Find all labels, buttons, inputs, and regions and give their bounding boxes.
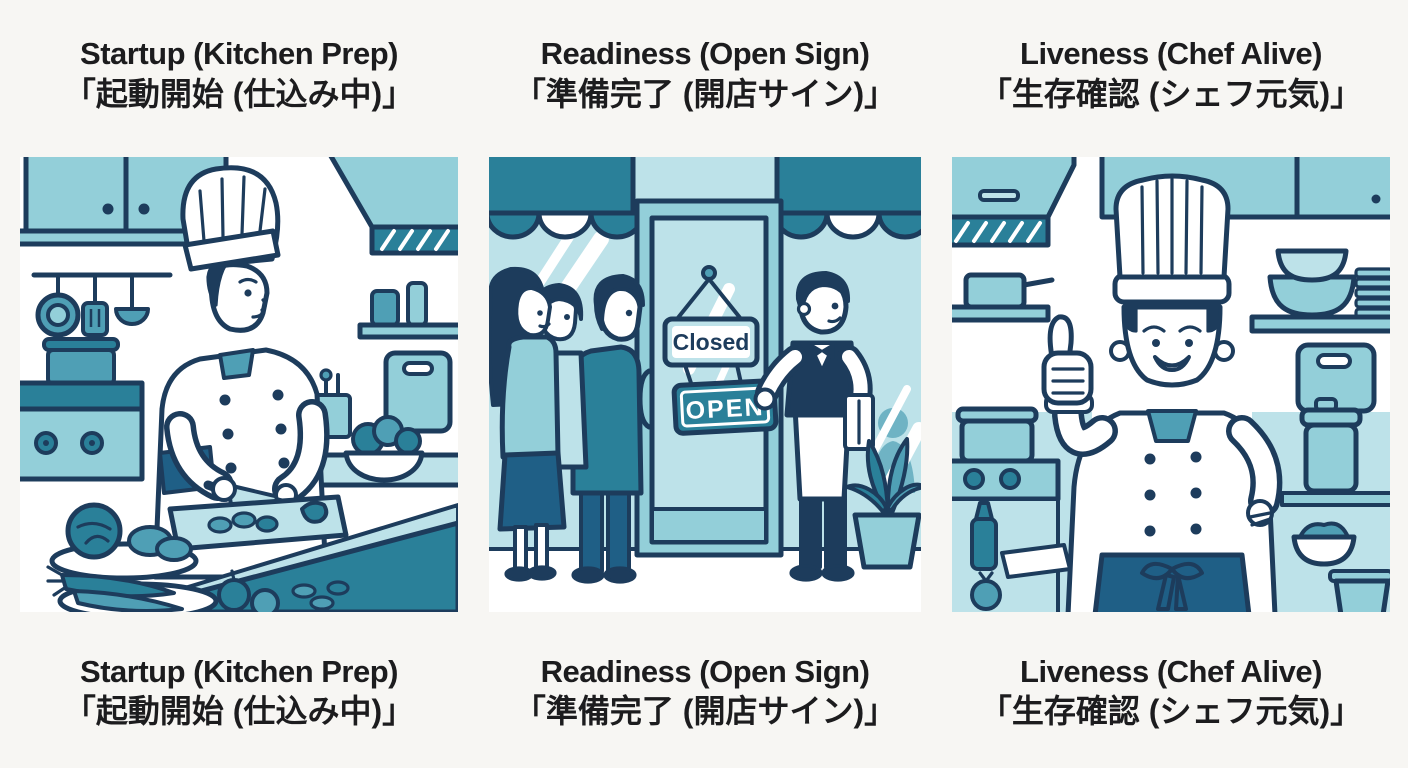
awning-right bbox=[772, 157, 921, 240]
liveness-title-ja-bottom: 「生存確認 (シェフ元気)」 bbox=[979, 693, 1363, 730]
range-hood bbox=[952, 157, 1077, 248]
open-sign-label: OPEN bbox=[685, 393, 765, 425]
readiness-title-en: Readiness (Open Sign) bbox=[540, 36, 870, 72]
panel-readiness: Readiness (Open Sign) 「準備完了 (開店サイン)」 bbox=[489, 0, 921, 768]
readiness-illustration: Closed OPEN bbox=[489, 157, 921, 612]
liveness-scene-svg bbox=[952, 157, 1390, 612]
thumbs-up-hand bbox=[1041, 314, 1094, 406]
startup-title-ja: 「起動開始 (仕込み中)」 bbox=[63, 75, 415, 112]
potted-plant bbox=[845, 437, 921, 570]
startup-title-bottom: Startup (Kitchen Prep) 「起動開始 (仕込み中)」 bbox=[20, 612, 458, 768]
readiness-title-bottom: Readiness (Open Sign) 「準備完了 (開店サイン)」 bbox=[489, 612, 921, 768]
awning-left bbox=[489, 157, 646, 240]
jar-shelf bbox=[357, 281, 458, 340]
readiness-title-top: Readiness (Open Sign) 「準備完了 (開店サイン)」 bbox=[489, 0, 921, 157]
startup-title-en: Startup (Kitchen Prep) bbox=[80, 36, 398, 72]
right-counter bbox=[1280, 397, 1390, 612]
door bbox=[634, 198, 784, 558]
closed-sign: Closed bbox=[662, 265, 760, 385]
liveness-title-en: Liveness (Chef Alive) bbox=[1020, 36, 1322, 72]
stove bbox=[20, 337, 145, 482]
liveness-title-bottom: Liveness (Chef Alive) 「生存確認 (シェフ元気)」 bbox=[952, 612, 1390, 768]
startup-title-en-bottom: Startup (Kitchen Prep) bbox=[80, 653, 398, 689]
produce bbox=[46, 502, 350, 612]
panel-startup: Startup (Kitchen Prep) 「起動開始 (仕込み中)」 bbox=[20, 0, 458, 768]
customers bbox=[489, 266, 645, 584]
utensil-rail bbox=[31, 272, 173, 338]
closed-sign-label: Closed bbox=[673, 329, 750, 355]
cutting-board bbox=[167, 494, 349, 552]
startup-title-top: Startup (Kitchen Prep) 「起動開始 (仕込み中)」 bbox=[20, 0, 458, 157]
liveness-illustration bbox=[952, 157, 1390, 612]
range-hood bbox=[328, 157, 458, 256]
customer-woman-1 bbox=[489, 266, 567, 582]
readiness-title-ja: 「準備完了 (開店サイン)」 bbox=[513, 75, 897, 112]
liveness-title-en-bottom: Liveness (Chef Alive) bbox=[1020, 653, 1322, 689]
standing-cutting-board bbox=[383, 350, 453, 434]
startup-title-ja-bottom: 「起動開始 (仕込み中)」 bbox=[63, 693, 415, 730]
readiness-title-en-bottom: Readiness (Open Sign) bbox=[540, 653, 870, 689]
chef bbox=[1041, 173, 1283, 612]
left-counter bbox=[952, 406, 1072, 612]
readiness-scene-svg: Closed OPEN bbox=[489, 157, 921, 612]
startup-scene-svg bbox=[20, 157, 458, 612]
liveness-title-ja: 「生存確認 (シェフ元気)」 bbox=[979, 75, 1363, 112]
readiness-title-ja-bottom: 「準備完了 (開店サイン)」 bbox=[513, 693, 897, 730]
startup-illustration bbox=[20, 157, 458, 612]
right-shelf bbox=[1249, 248, 1390, 334]
waiter bbox=[753, 271, 875, 582]
foreground-counter bbox=[104, 503, 458, 612]
left-shelf bbox=[952, 272, 1055, 323]
panel-liveness: Liveness (Chef Alive) 「生存確認 (シェフ元気)」 bbox=[952, 0, 1390, 768]
open-sign: OPEN bbox=[671, 378, 779, 436]
liveness-title-top: Liveness (Chef Alive) 「生存確認 (シェフ元気)」 bbox=[952, 0, 1390, 157]
customer-man bbox=[570, 274, 645, 584]
